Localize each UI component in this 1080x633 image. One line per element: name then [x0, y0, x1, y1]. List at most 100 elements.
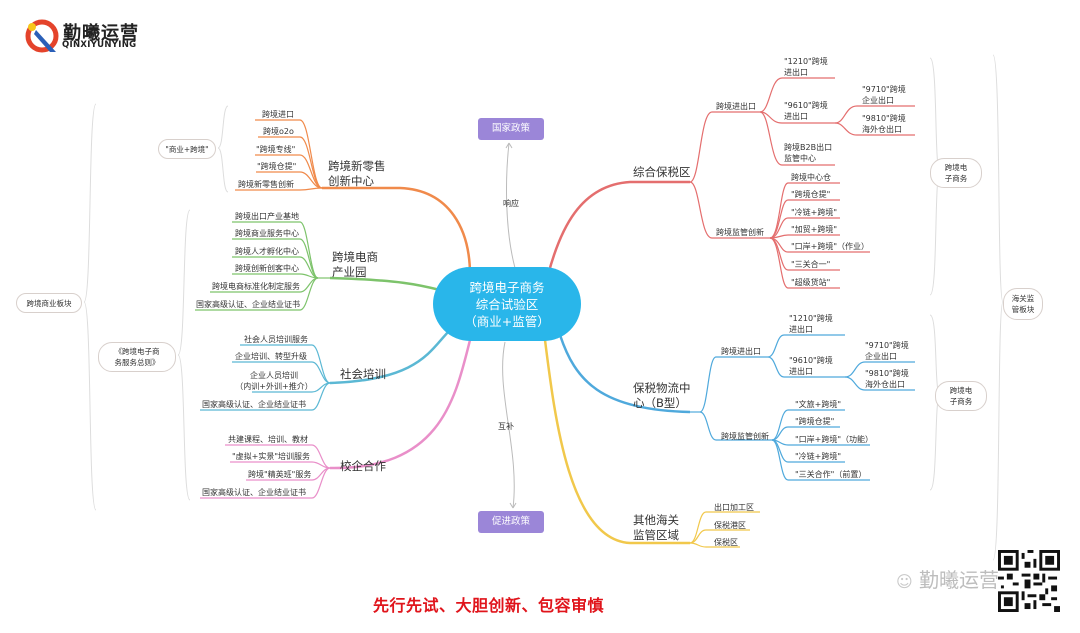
branch-bonded-logistics-line1: 保税物流中 — [633, 381, 691, 395]
group-ecommerce-bottom-line2: 子商务 — [949, 397, 973, 406]
item-line2: 进出口 — [784, 112, 808, 121]
list-item[interactable]: "三关合一" — [791, 260, 831, 269]
list-item[interactable]: 共建课程、培训、教材 — [228, 435, 308, 444]
list-item[interactable]: "9810"跨境 海外仓出口 — [862, 113, 906, 135]
list-item[interactable]: "跨境仓提" — [795, 417, 835, 426]
wechat-icon: ☺ — [896, 572, 913, 591]
list-item[interactable]: 企业培训、转型升级 — [235, 352, 307, 361]
branch-bonded-zone[interactable]: 综合保税区 — [633, 165, 691, 179]
complement-edge-label: 互补 — [498, 422, 514, 431]
list-item[interactable]: "冷链+跨境" — [795, 452, 842, 461]
group-cross-border-business[interactable]: 跨境商业板块 — [16, 293, 82, 313]
list-item[interactable]: 跨境o2o — [263, 127, 294, 136]
group-ecommerce-bottom[interactable]: 跨境电子商务 — [935, 381, 987, 411]
group-service-rules[interactable]: 《跨境电子商务服务总则》 — [98, 342, 176, 372]
center-node[interactable]: 跨境电子商务 综合试验区 （商业+监管） — [433, 267, 581, 341]
list-item[interactable]: "1210"跨境 进出口 — [789, 313, 833, 335]
group-customs-line1: 海关监 — [1011, 294, 1035, 303]
group-ecommerce-top[interactable]: 跨境电子商务 — [930, 158, 982, 188]
list-item[interactable]: 社会人员培训服务 — [244, 335, 308, 344]
sub-branch-supervision-innovation[interactable]: 跨境监管创新 — [716, 228, 764, 237]
list-item[interactable]: "口岸+跨境"（作业） — [791, 242, 870, 251]
item-line1: "9610"跨境 — [784, 101, 828, 110]
list-item[interactable]: 跨境创新创客中心 — [235, 264, 299, 273]
item-line1: "1210"跨境 — [784, 57, 828, 66]
list-item[interactable]: "9610"跨境 进出口 — [789, 355, 833, 377]
list-item[interactable]: "9610"跨境 进出口 — [784, 100, 828, 122]
item-line1: 跨境B2B出口 — [784, 143, 833, 152]
item-line2: 企业出口 — [862, 96, 894, 105]
item-line2: 监管中心 — [784, 154, 816, 163]
list-item[interactable]: "虚拟+实景"培训服务 — [232, 452, 311, 461]
list-item[interactable]: "文旅+跨境" — [795, 400, 842, 409]
list-item[interactable]: "加贸+跨境" — [791, 225, 838, 234]
branch-industrial-park-line1: 跨境电商 — [332, 250, 378, 264]
branch-bonded-logistics-line2: 心（B型） — [633, 396, 687, 410]
sub-branch-import-export[interactable]: 跨境进出口 — [716, 102, 756, 111]
logo-mark-icon — [25, 19, 59, 53]
list-item[interactable]: 跨境新零售创新 — [238, 180, 294, 189]
group-business-plus-crossborder[interactable]: "商业+跨境" — [158, 139, 216, 159]
sub-branch-import-export[interactable]: 跨境进出口 — [721, 347, 761, 356]
list-item[interactable]: 保税区 — [714, 538, 738, 547]
branch-other-customs-line1: 其他海关 — [633, 513, 679, 527]
list-item-enterprise-training[interactable]: 企业人员培训 （内训+外训+推介） — [234, 370, 314, 392]
item-line1: "1210"跨境 — [789, 314, 833, 323]
policy-arrows — [502, 142, 517, 509]
list-item[interactable]: 跨境"精英班"服务 — [248, 470, 312, 479]
list-item[interactable]: "跨境仓提" — [791, 190, 831, 199]
list-item[interactable]: 跨境出口产业基地 — [235, 212, 299, 221]
list-item[interactable]: 跨境中心仓 — [791, 173, 831, 182]
group-service-rules-line2: 务服务总则》 — [114, 358, 160, 367]
branch-industrial-park[interactable]: 跨境电商 产业园 — [332, 250, 378, 280]
branch-school-enterprise[interactable]: 校企合作 — [340, 459, 386, 473]
sub-branch-supervision-innovation[interactable]: 跨境监管创新 — [721, 432, 769, 441]
list-item[interactable]: 保税港区 — [714, 521, 746, 530]
center-line-1: 跨境电子商务 — [469, 279, 545, 295]
list-item[interactable]: "超级货站" — [791, 278, 831, 287]
list-item[interactable]: "9810"跨境 海外仓出口 — [865, 368, 909, 390]
qr-code-icon — [998, 550, 1060, 612]
group-customs-supervision[interactable]: 海关监管板块 — [1003, 288, 1043, 320]
watermark-text: 勤曦运营 — [919, 568, 1000, 592]
item-line2: 海外仓出口 — [865, 380, 905, 389]
promotion-policy-node[interactable]: 促进政策 — [478, 511, 544, 533]
list-item[interactable]: "冷链+跨境" — [791, 208, 838, 217]
branch-bonded-logistics[interactable]: 保税物流中 心（B型） — [633, 381, 691, 411]
list-item[interactable]: "9710"跨境 企业出口 — [865, 340, 909, 362]
branch-new-retail[interactable]: 跨境新零售 创新中心 — [328, 159, 386, 189]
list-item[interactable]: "口岸+跨境"（功能） — [795, 435, 874, 444]
group-customs-line2: 管板块 — [1011, 305, 1035, 314]
list-item[interactable]: 跨境商业服务中心 — [235, 229, 299, 238]
list-item[interactable]: 国家高级认证、企业结业证书 — [202, 488, 306, 497]
list-item[interactable]: 国家高级认证、企业结业证书 — [202, 400, 306, 409]
list-item[interactable]: 跨境人才孵化中心 — [235, 247, 299, 256]
list-item[interactable]: 国家高级认证、企业结业证书 — [196, 300, 300, 309]
item-line1: "9710"跨境 — [862, 85, 906, 94]
branch-pink-lines — [200, 339, 472, 499]
list-item[interactable]: 跨境B2B出口 监管中心 — [784, 142, 832, 164]
list-item[interactable]: 跨境电商标准化制定服务 — [212, 282, 300, 291]
center-line-3: （商业+监管） — [464, 313, 550, 329]
branch-other-customs-zones[interactable]: 其他海关 监管区域 — [633, 513, 679, 543]
slogan: 先行先试、大胆创新、包容审慎 — [373, 596, 605, 615]
national-policy-node[interactable]: 国家政策 — [478, 118, 544, 140]
list-item[interactable]: 出口加工区 — [714, 503, 754, 512]
watermark: ☺ 勤曦运营 — [896, 564, 999, 593]
item-line2: 进出口 — [784, 68, 808, 77]
list-item[interactable]: 跨境进口 — [262, 110, 294, 119]
list-item-line2: （内训+外训+推介） — [235, 382, 313, 391]
brand-subtitle: QINXIYUNYING — [62, 40, 137, 50]
list-item[interactable]: "9710"跨境 企业出口 — [862, 84, 906, 106]
branch-yellow-lines — [543, 339, 760, 548]
group-ecommerce-top-line2: 子商务 — [944, 174, 968, 183]
branch-other-customs-line2: 监管区域 — [633, 528, 679, 542]
list-item[interactable]: "1210"跨境 进出口 — [784, 56, 828, 78]
item-line2: 进出口 — [789, 325, 813, 334]
list-item[interactable]: "跨境专线" — [256, 145, 296, 154]
item-line2: 进出口 — [789, 367, 813, 376]
list-item[interactable]: "三关合作"（前置） — [795, 470, 867, 479]
item-line2: 海外仓出口 — [862, 125, 902, 134]
list-item[interactable]: "跨境仓提" — [257, 162, 297, 171]
branch-social-training[interactable]: 社会培训 — [340, 367, 386, 381]
